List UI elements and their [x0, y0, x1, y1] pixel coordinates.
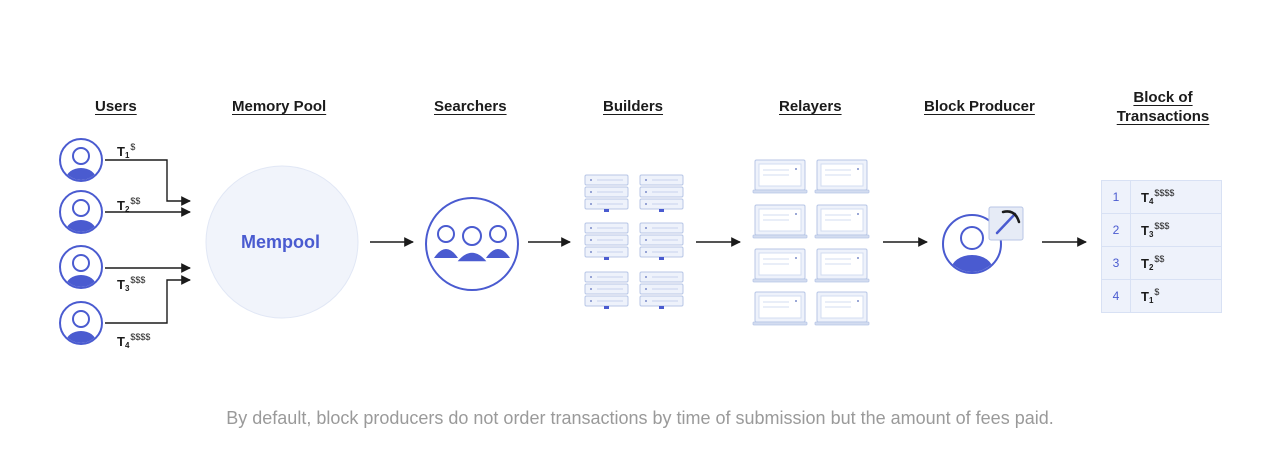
mempool-label: Mempool [241, 232, 320, 252]
block-producer-header: Block Producer [924, 98, 1035, 115]
server-rack-icon [584, 271, 629, 310]
laptop-icon [814, 204, 870, 239]
user-avatar-icon [60, 302, 102, 353]
block-row-index: 4 [1101, 279, 1131, 313]
searchers-header: Searchers [434, 98, 507, 115]
caption: By default, block producers do not order… [226, 408, 1054, 428]
users-header: Users [95, 98, 137, 115]
group-icon [425, 197, 519, 291]
laptop-icon [814, 159, 870, 194]
tx-fee: $ [130, 142, 136, 152]
block-row-tx: T1$ [1130, 279, 1222, 313]
user-avatar-icon [60, 246, 102, 297]
tx-letter: T [117, 277, 125, 292]
tx-fee: $$$ [1154, 221, 1170, 231]
tx-letter: T [117, 144, 125, 159]
tx-sub: 4 [124, 341, 130, 350]
tx-fee: $$$$ [130, 332, 151, 342]
user-tx-4: T4$$$$ [117, 332, 150, 350]
laptop-icon [752, 159, 808, 194]
tx-fee: $$$ [130, 275, 146, 285]
tx-letter: T [1141, 289, 1149, 304]
block-table: 1 T4$$$$ 2 T3$$$ 3 T2$$ 4 T1$ [1101, 180, 1222, 313]
tx-letter: T [1141, 256, 1149, 271]
user-connectors [105, 159, 191, 324]
tx-sub: 2 [124, 205, 130, 214]
block-row-index: 2 [1101, 213, 1131, 247]
laptop-icon [814, 291, 870, 326]
server-rack-icon [639, 222, 684, 261]
tx-fee: $$ [1154, 254, 1165, 264]
server-rack-icon [639, 174, 684, 213]
tx-letter: T [117, 334, 125, 349]
block-row-index: 1 [1101, 180, 1131, 214]
laptop-icon [752, 291, 808, 326]
block-of-line: Block of [1133, 89, 1193, 106]
block-producer-avatar-icon [942, 214, 1002, 274]
tx-sub: 3 [1148, 230, 1154, 239]
tx-letter: T [1141, 190, 1149, 205]
tx-sub: 4 [1148, 197, 1154, 206]
user-avatar-icon [60, 139, 102, 190]
tx-letter: T [117, 198, 125, 213]
laptop-icon [752, 204, 808, 239]
block-of-header: Block of Transactions [1113, 88, 1213, 126]
transactions-line: Transactions [1116, 108, 1210, 125]
block-row: 2 T3$$$ [1101, 213, 1222, 247]
user-avatar-icon [60, 191, 102, 242]
user-tx-3: T3$$$ [117, 275, 145, 293]
tx-sub: 1 [124, 151, 130, 160]
block-row: 1 T4$$$$ [1101, 180, 1222, 214]
user-tx-2: T2$$ [117, 196, 140, 214]
server-rack-icon [584, 174, 629, 213]
relayers-header: Relayers [779, 98, 842, 115]
tx-fee: $$$$ [1154, 188, 1175, 198]
tx-letter: T [1141, 223, 1149, 238]
block-row: 3 T2$$ [1101, 246, 1222, 280]
block-row: 4 T1$ [1101, 279, 1222, 313]
builders-header: Builders [603, 98, 664, 115]
memory-pool-header: Memory Pool [232, 98, 327, 115]
tx-sub: 3 [124, 284, 130, 293]
server-rack-icon [584, 222, 629, 261]
user-tx-1: T1$ [117, 142, 135, 160]
tx-fee: $ [1154, 287, 1160, 297]
mempool-circle [205, 165, 359, 319]
block-row-tx: T3$$$ [1130, 213, 1222, 247]
laptop-icon [752, 248, 808, 283]
tx-sub: 2 [1148, 263, 1154, 272]
pickaxe-icon [988, 206, 1024, 241]
server-rack-icon [639, 271, 684, 310]
tx-fee: $$ [130, 196, 141, 206]
block-row-index: 3 [1101, 246, 1131, 280]
block-row-tx: T4$$$$ [1130, 180, 1222, 214]
tx-sub: 1 [1148, 296, 1154, 305]
block-row-tx: T2$$ [1130, 246, 1222, 280]
laptop-icon [814, 248, 870, 283]
